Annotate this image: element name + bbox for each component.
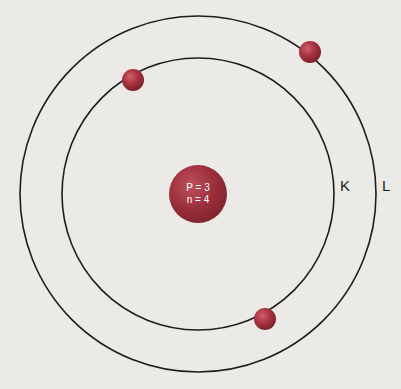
- outer-orbit: [20, 16, 376, 372]
- nucleus-count: P = 3: [186, 182, 209, 194]
- inner-orbit: [62, 58, 334, 330]
- electron: [254, 308, 276, 330]
- shell-label: K: [340, 177, 350, 194]
- electron: [122, 69, 144, 91]
- nucleus-count: n = 4: [187, 194, 210, 206]
- shell-label: L: [382, 177, 390, 194]
- nucleus: P = 3n = 4: [169, 165, 227, 223]
- electron: [299, 41, 321, 63]
